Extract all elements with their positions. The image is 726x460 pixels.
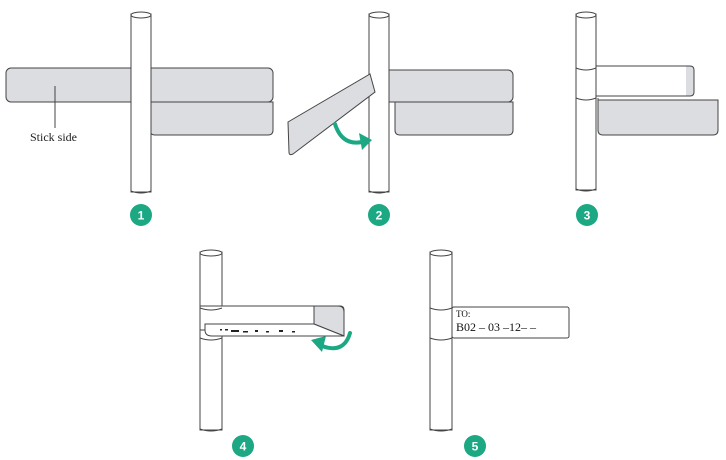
label-folded-underside (204, 323, 345, 337)
step-3-badge: 3 (576, 204, 598, 226)
step-2-illustration (287, 11, 514, 194)
step-1-badge: 1 (130, 204, 152, 226)
cable (199, 251, 223, 431)
label-back-half (597, 98, 719, 136)
wrap-arrow (333, 122, 364, 145)
step-3-illustration (575, 11, 719, 192)
step-2-badge: 2 (368, 204, 390, 226)
cable-top (130, 11, 152, 19)
cable (368, 13, 390, 193)
step-3-number: 3 (584, 209, 591, 223)
label-back-half (149, 98, 274, 136)
tag-to-label: TO: (456, 309, 470, 319)
cable (429, 251, 453, 431)
stick-side-label: Stick side (30, 130, 77, 144)
fold-arrow (320, 331, 352, 351)
printed-marks (220, 329, 295, 333)
step-5-number: 5 (472, 440, 479, 454)
finished-label-tag (451, 306, 570, 339)
tag-code: B02 – 03 –12– – (456, 320, 537, 334)
cable-top (429, 249, 453, 257)
step-5-illustration: TO: B02 – 03 –12– – (429, 249, 570, 432)
step-2-number: 2 (376, 209, 383, 223)
label-back-half (394, 98, 514, 136)
step-4-badge: 4 (232, 435, 254, 457)
step-5-badge: 5 (464, 435, 486, 457)
cable-top (199, 249, 223, 257)
step-4-illustration (199, 249, 352, 432)
cable (575, 13, 597, 191)
label-strip-right (377, 69, 514, 103)
step-4-number: 4 (240, 440, 247, 454)
cable (130, 13, 152, 193)
label-flap-tilted (287, 73, 376, 156)
cable-top (368, 11, 390, 19)
label-wrapped-strip (589, 65, 691, 97)
step-1-illustration: Stick side (5, 11, 274, 194)
label-end-flap (313, 305, 345, 337)
cable-top (575, 11, 597, 19)
step-1-number: 1 (138, 209, 145, 223)
